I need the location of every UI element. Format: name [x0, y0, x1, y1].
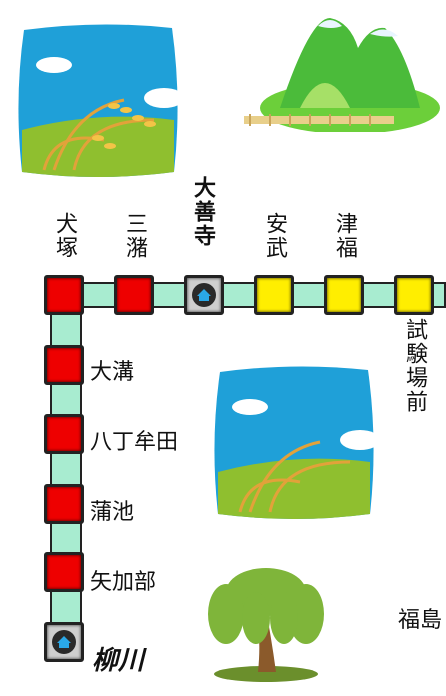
- station-label-inuzuka: 犬塚: [52, 212, 77, 260]
- station-stop-hacchomuta[interactable]: [44, 414, 84, 454]
- rice-field-illustration-2: [214, 366, 378, 519]
- station-label-fukushima: 福島: [398, 608, 443, 633]
- station-label-omizo: 大溝: [90, 360, 135, 385]
- station-stop-tsubuku[interactable]: [324, 275, 364, 315]
- station-label-hacchomuta: 八丁牟田: [90, 430, 179, 455]
- station-stop-yasutake[interactable]: [254, 275, 294, 315]
- station-label-mizuma: 三潴: [122, 212, 147, 260]
- station-stop-inuzuka[interactable]: [44, 275, 84, 315]
- station-label-kamachi: 蒲池: [90, 500, 135, 525]
- station-label-yasutake: 安武: [262, 212, 287, 260]
- station-label-yanagawa: 柳川: [92, 646, 145, 676]
- station-stop-mizuma[interactable]: [114, 275, 154, 315]
- station-label-daizenji: 大善寺: [190, 176, 215, 248]
- home-icon: [52, 630, 76, 654]
- rail-track-vertical: [50, 282, 82, 652]
- station-label-yakabe: 矢加部: [90, 570, 157, 595]
- rail-track-horizontal: [44, 282, 446, 308]
- station-stop-daizenji[interactable]: [184, 275, 224, 315]
- station-label-shikenjomae: 試験場前: [402, 318, 427, 414]
- station-label-tsubuku: 津福: [332, 212, 357, 260]
- station-stop-yanagawa[interactable]: [44, 622, 84, 662]
- station-stop-yakabe[interactable]: [44, 552, 84, 592]
- willow-tree-illustration: [208, 568, 324, 682]
- station-stop-kamachi[interactable]: [44, 484, 84, 524]
- station-stop-shikenjomae[interactable]: [394, 275, 434, 315]
- station-stop-omizo[interactable]: [44, 345, 84, 385]
- home-icon: [192, 283, 216, 307]
- rice-field-illustration: [18, 24, 182, 178]
- mountain-illustration: [244, 18, 440, 132]
